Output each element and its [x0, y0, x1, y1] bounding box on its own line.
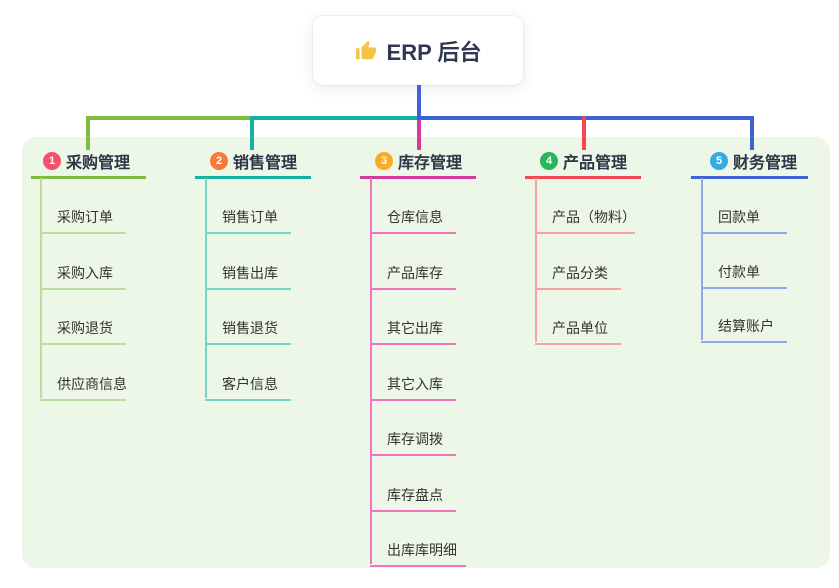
node-purchase-inbound[interactable]: 采购入库 — [40, 263, 126, 290]
branch-product-management[interactable]: 4 产品管理 — [540, 151, 628, 172]
branch-number-badge: 5 — [710, 152, 728, 170]
connector-horizontal-teal — [250, 116, 419, 120]
connector-root-trunk — [417, 85, 421, 118]
branch-purchase-management[interactable]: 1 采购管理 — [43, 151, 131, 172]
branch-number-badge: 1 — [43, 152, 61, 170]
node-label: 其它入库 — [387, 376, 443, 392]
node-label: 销售退货 — [222, 320, 278, 336]
node-underline — [701, 232, 787, 234]
node-underline — [535, 232, 635, 234]
node-receipt-note[interactable]: 回款单 — [701, 207, 787, 234]
node-label: 客户信息 — [222, 376, 278, 392]
branch-underline — [360, 176, 476, 179]
node-label: 采购退货 — [57, 320, 113, 336]
node-label: 出库库明细 — [387, 542, 457, 558]
node-label: 结算账户 — [718, 318, 774, 334]
connector-drop-purchase — [86, 116, 90, 150]
node-label: 销售出库 — [222, 265, 278, 281]
node-label: 产品分类 — [552, 265, 608, 281]
node-underline — [701, 287, 787, 289]
node-underline — [40, 232, 126, 234]
node-product-stock[interactable]: 产品库存 — [370, 263, 456, 290]
branch-label: 销售管理 — [233, 155, 298, 172]
branch-child-spine — [370, 178, 372, 564]
node-label: 回款单 — [718, 209, 760, 225]
node-underline — [701, 341, 787, 343]
branch-number-badge: 3 — [375, 152, 393, 170]
node-label: 其它出库 — [387, 320, 443, 336]
node-underline — [40, 399, 126, 401]
branch-underline — [195, 176, 311, 179]
node-product-unit[interactable]: 产品单位 — [535, 318, 621, 345]
node-purchase-return[interactable]: 采购退货 — [40, 318, 126, 345]
node-label: 产品库存 — [387, 265, 443, 281]
branch-child-spine — [701, 178, 703, 340]
node-customer-info[interactable]: 客户信息 — [205, 374, 291, 401]
node-underline — [370, 565, 466, 567]
node-product-category[interactable]: 产品分类 — [535, 263, 621, 290]
thumbs-up-icon — [355, 40, 376, 59]
node-underline — [370, 343, 456, 345]
branch-label: 库存管理 — [398, 155, 463, 172]
node-inout-detail[interactable]: 出库库明细 — [370, 540, 466, 567]
node-underline — [370, 510, 456, 512]
connector-horizontal-green — [86, 116, 252, 120]
node-warehouse-info[interactable]: 仓库信息 — [370, 207, 456, 234]
node-label: 产品单位 — [552, 320, 608, 336]
node-other-outbound[interactable]: 其它出库 — [370, 318, 456, 345]
node-payment-note[interactable]: 付款单 — [701, 262, 787, 289]
node-other-inbound[interactable]: 其它入库 — [370, 374, 456, 401]
branches-panel — [22, 137, 830, 568]
node-underline — [535, 343, 621, 345]
connector-drop-sales — [250, 116, 254, 150]
node-label: 库存调拨 — [387, 431, 443, 447]
root-title: ERP 后台 — [386, 39, 482, 65]
branch-underline — [525, 176, 641, 179]
node-underline — [370, 232, 456, 234]
branch-number-badge: 2 — [210, 152, 228, 170]
node-underline — [535, 288, 621, 290]
node-underline — [370, 288, 456, 290]
node-underline — [40, 288, 126, 290]
node-underline — [370, 454, 456, 456]
node-label: 销售订单 — [222, 209, 278, 225]
node-label: 采购订单 — [57, 209, 113, 225]
node-sales-order[interactable]: 销售订单 — [205, 207, 291, 234]
node-underline — [40, 343, 126, 345]
node-label: 供应商信息 — [57, 376, 127, 392]
branch-label: 财务管理 — [733, 155, 798, 172]
node-stock-transfer[interactable]: 库存调拨 — [370, 429, 456, 456]
node-underline — [370, 399, 456, 401]
node-underline — [205, 288, 291, 290]
branch-underline — [31, 176, 146, 179]
node-settlement-account[interactable]: 结算账户 — [701, 316, 787, 343]
branch-inventory-management[interactable]: 3 库存管理 — [375, 151, 463, 172]
branch-number-badge: 4 — [540, 152, 558, 170]
node-underline — [205, 343, 291, 345]
branch-sales-management[interactable]: 2 销售管理 — [210, 151, 298, 172]
root-node[interactable]: ERP 后台 — [313, 16, 523, 85]
node-stock-taking[interactable]: 库存盘点 — [370, 485, 456, 512]
node-label: 产品（物料） — [552, 209, 636, 225]
connector-drop-finance — [750, 116, 754, 150]
branch-child-spine — [535, 178, 537, 342]
branch-underline — [691, 176, 808, 179]
node-underline — [205, 232, 291, 234]
node-sales-return[interactable]: 销售退货 — [205, 318, 291, 345]
connector-drop-inventory — [417, 120, 421, 150]
branch-label: 产品管理 — [563, 155, 628, 172]
node-label: 仓库信息 — [387, 209, 443, 225]
node-sales-outbound[interactable]: 销售出库 — [205, 263, 291, 290]
branch-label: 采购管理 — [66, 155, 131, 172]
branch-finance-management[interactable]: 5 财务管理 — [710, 151, 798, 172]
node-label: 库存盘点 — [387, 487, 443, 503]
node-product-material[interactable]: 产品（物料） — [535, 207, 636, 234]
node-supplier-info[interactable]: 供应商信息 — [40, 374, 127, 401]
node-label: 采购入库 — [57, 265, 113, 281]
node-underline — [205, 399, 291, 401]
node-label: 付款单 — [718, 264, 760, 280]
node-purchase-order[interactable]: 采购订单 — [40, 207, 126, 234]
connector-drop-product — [582, 116, 586, 150]
